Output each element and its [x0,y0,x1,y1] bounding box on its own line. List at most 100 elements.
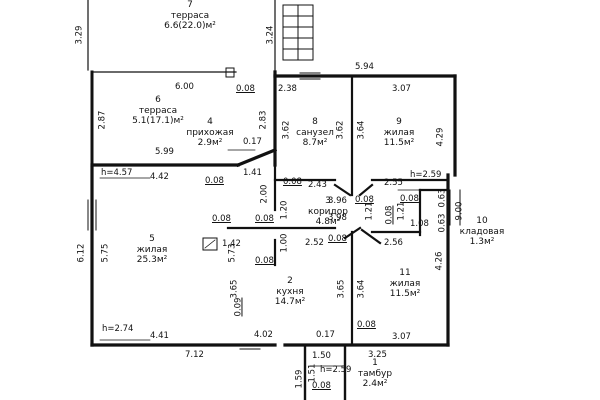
dim-label: 2.52 [305,238,324,248]
dim-label: 3.29 [74,25,85,45]
dim-label: 1.21 [396,201,407,221]
dim-label: 1.00 [279,233,290,253]
dim-label: 0.08 [328,234,347,244]
dimension-lines [99,149,446,367]
room-number: 7 [187,0,193,10]
room-number: 2 [287,276,293,286]
dim-label: 4.41 [150,331,169,341]
room-area: 1.3м² [469,237,495,247]
dim-label: 7.12 [185,350,204,360]
dim-label: 4.29 [435,127,446,147]
dim-label: 3.65 [229,279,240,299]
dim-label: 0.08 [355,195,374,205]
room-name: санузел [296,127,334,138]
dim-label: 2.00 [259,184,270,204]
room-corridor-3: 3 коридор 4.8м² [293,196,363,228]
column [225,67,235,78]
room-number: 6 [155,95,161,105]
vestibule-walls [303,343,347,400]
dim-label: 0.17 [316,330,335,340]
height-label: h=2.59 [410,170,442,180]
dim-label: 2.83 [258,110,269,130]
room-area: 8.7м² [302,138,328,148]
stairs [282,4,314,61]
room-area: 5.1(17.1)м² [132,116,184,126]
room-kitchen-2: 2 кухня 14.7м² [255,276,325,308]
room-number: 11 [399,268,411,278]
height-label: h=4.57 [101,168,133,178]
dim-label: 3.24 [265,25,276,45]
room-living-11: 11 жилая 11.5м² [370,268,440,300]
windows [87,72,461,350]
dim-label: 3.96 [328,196,347,206]
dim-label: 3.07 [392,84,411,94]
dim-label: 5.94 [355,62,374,72]
dim-label: 0.08 [384,205,395,225]
dim-label: 6.00 [175,82,194,92]
room-number: 8 [312,117,318,127]
dim-label: 3.07 [392,332,411,342]
room-area: 14.7м² [274,297,306,307]
dim-label: 3.64 [356,120,367,140]
room-terrace-6: 6 терраса 5.1(17.1)м² [118,95,198,127]
room-terrace-7: 7 терраса 6.6(22.0)м² [150,0,230,32]
dim-label: 0.09 [233,297,244,317]
room-area: 11.5м² [389,289,421,299]
dim-label: 0.08 [255,214,274,224]
interior-walls [226,76,450,347]
room-number: 5 [149,234,155,244]
dim-label: 4.26 [434,251,445,271]
room-number: 10 [476,216,488,226]
room-name: жилая [136,244,168,255]
dim-label: 1.50 [312,351,331,361]
room-area: 6.6(22.0)м² [164,21,216,31]
dim-label: 5.73 [227,243,238,263]
dim-label: 0.63 [437,213,448,233]
room-area: 2.9м² [197,138,223,148]
dim-label: 3.65 [336,279,347,299]
dim-label: 0.08 [205,176,224,186]
height-label: h=2.74 [102,324,134,334]
dim-label: 2.43 [308,180,327,190]
room-area: 25.3м² [136,255,168,265]
dim-label: 4.42 [150,172,169,182]
dim-label: 2.87 [97,110,108,130]
room-bathroom-8: 8 санузел 8.7м² [280,117,350,149]
room-hall-4: 4 прихожая 2.9м² [175,117,245,149]
dim-label: 0.08 [255,256,274,266]
dim-label: 9.00 [454,201,465,221]
room-living-5: 5 жилая 25.3м² [112,234,192,266]
room-number: 9 [396,117,402,127]
dim-label: 0.63 [437,188,448,208]
dim-label: 1.51 [307,363,318,383]
room-storage-10: 10 кладовая 1.3м² [452,216,512,248]
room-area: 11.5м² [383,138,415,148]
dim-label: 5.75 [100,243,111,263]
dim-label: 3.64 [356,279,367,299]
dim-label: 1.20 [279,200,290,220]
room-name: жилая [389,278,421,289]
room-name: кладовая [459,226,505,237]
dim-label: 4.02 [254,330,273,340]
room-area: 4.8м² [315,217,341,227]
room-living-9: 9 жилая 11.5м² [364,117,434,149]
dim-label: 1.41 [243,168,262,178]
dim-label: 3.62 [335,120,346,140]
dim-label: 0.08 [212,214,231,224]
dim-label: 0.08 [357,320,376,330]
height-label: h=2.59 [320,365,352,375]
dim-label: 1.42 [222,239,241,249]
dim-label: 0.08 [312,381,331,391]
dim-label: 3.62 [281,120,292,140]
room-number: 1 [372,358,378,368]
room-name: терраса [138,105,178,116]
dim-label: 0.17 [243,137,262,147]
room-number: 3 [325,196,331,206]
stove-symbol [202,237,218,251]
exterior-walls [90,70,457,347]
room-area: 2.4м² [362,379,388,389]
dim-label: 0.08 [283,177,302,187]
room-vestibule-1: 1 тамбур 2.4м² [340,358,410,390]
